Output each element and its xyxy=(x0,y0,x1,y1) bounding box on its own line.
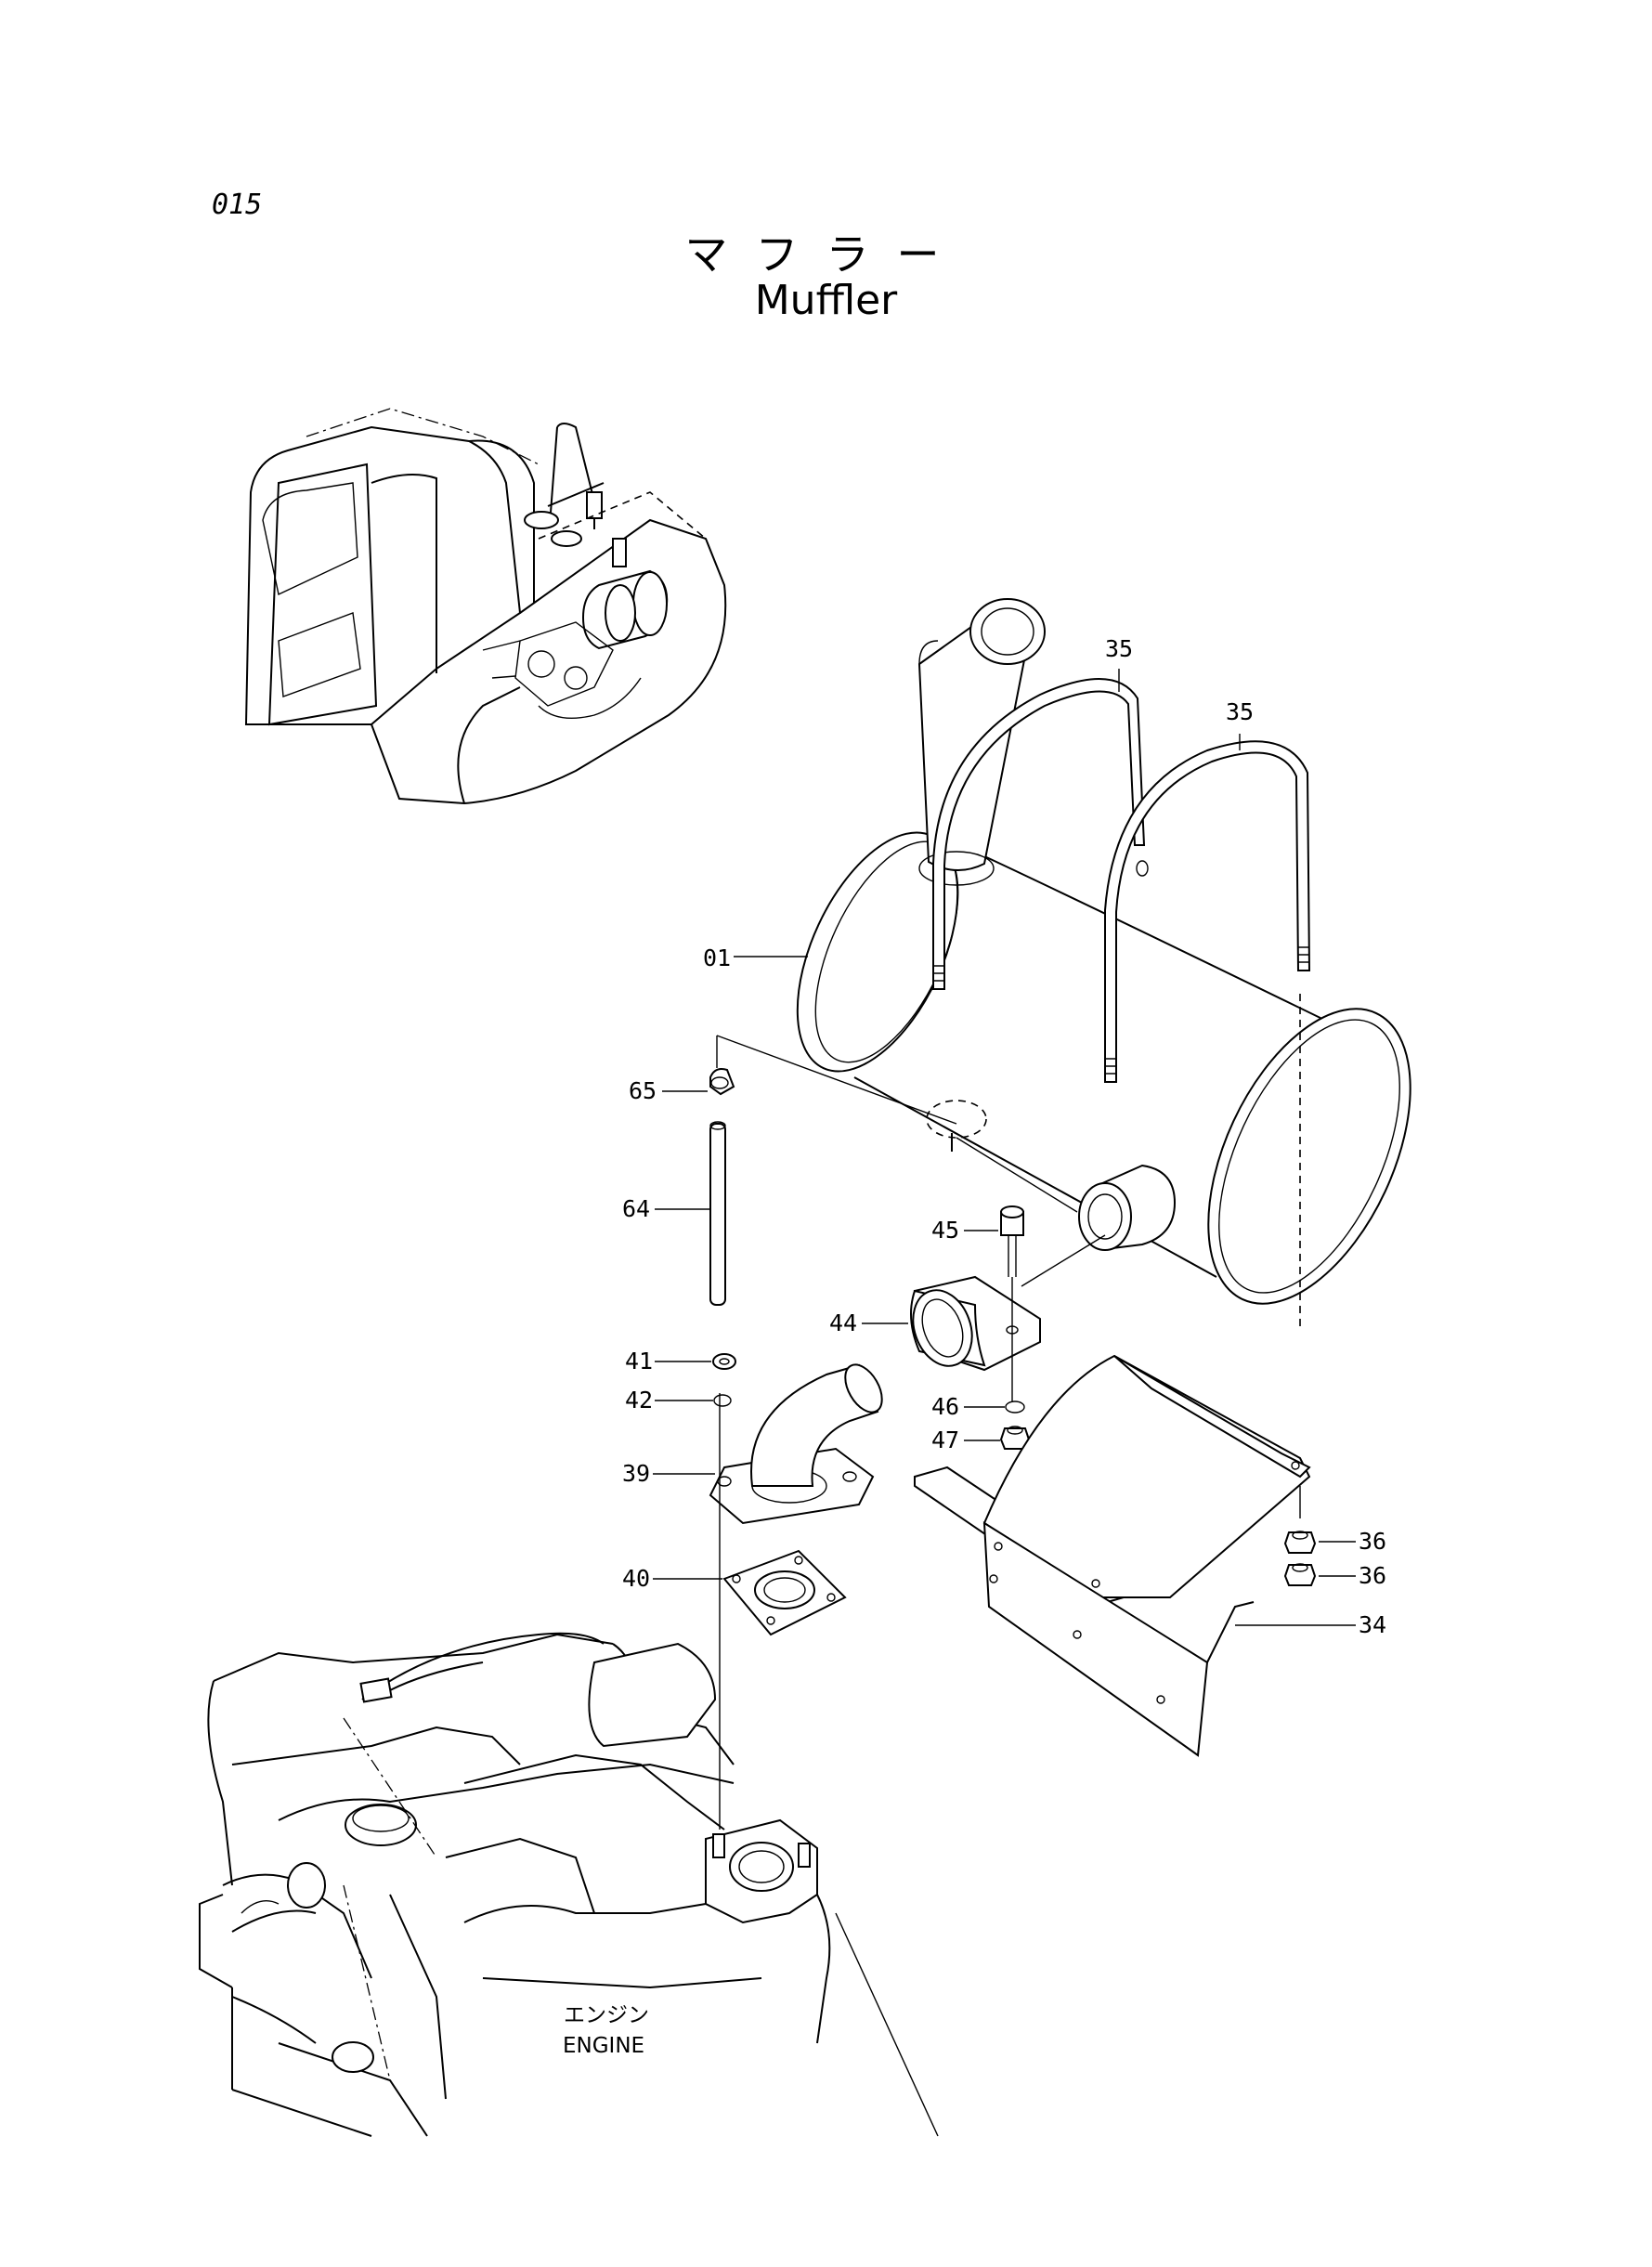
u-bolts xyxy=(932,678,1311,1083)
label-46: 46 xyxy=(931,1393,959,1420)
label-40: 40 xyxy=(622,1565,650,1592)
title-english: Muffler xyxy=(754,277,898,324)
label-36-upper: 36 xyxy=(1359,1528,1386,1555)
label-47: 47 xyxy=(931,1427,959,1453)
label-35-left: 35 xyxy=(1105,635,1133,662)
nuts-36 xyxy=(1283,1486,1317,1586)
elbow-and-gasket xyxy=(709,1353,883,1830)
label-45: 45 xyxy=(931,1217,959,1244)
label-42: 42 xyxy=(625,1387,653,1414)
page-number: 015 xyxy=(212,189,263,221)
label-34: 34 xyxy=(1359,1611,1386,1638)
label-35-right: 35 xyxy=(1226,698,1254,725)
excavator-overview xyxy=(244,408,727,805)
label-36-lower: 36 xyxy=(1359,1562,1386,1589)
washer-nut-46-47 xyxy=(999,1401,1031,1450)
label-65: 65 xyxy=(629,1077,657,1104)
muffler-bracket xyxy=(914,1354,1311,1757)
muffler-body xyxy=(796,598,1411,1328)
exhaust-clamp xyxy=(910,1205,1106,1402)
engine-label-japanese: エンジン xyxy=(564,2003,649,2027)
title-japanese: マフラー xyxy=(684,229,968,280)
label-01: 01 xyxy=(703,945,731,971)
tube-and-clamp xyxy=(709,1035,1078,1306)
label-41: 41 xyxy=(625,1348,653,1375)
label-44: 44 xyxy=(829,1309,857,1336)
label-39: 39 xyxy=(622,1460,650,1487)
engine-drawing xyxy=(199,1632,939,2137)
leader-lines xyxy=(653,669,1356,1626)
label-64: 64 xyxy=(622,1195,650,1222)
part-labels: 35 35 01 65 64 45 44 41 42 39 40 46 47 3… xyxy=(563,635,1386,2058)
engine-label-english: ENGINE xyxy=(563,2034,644,2058)
